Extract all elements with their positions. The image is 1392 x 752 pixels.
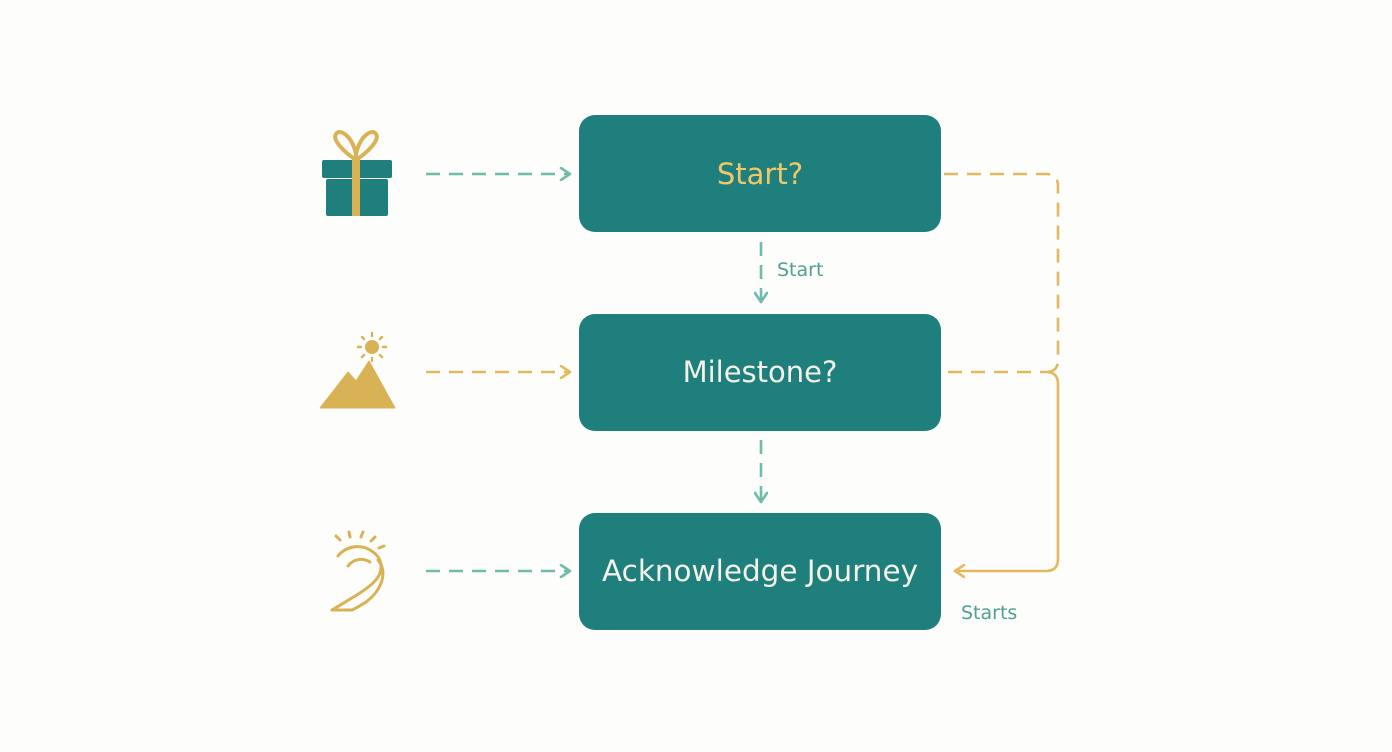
winding-path-icon xyxy=(330,530,386,612)
node-milestone: Milestone? xyxy=(579,314,941,431)
node-start-label: Start? xyxy=(717,157,803,191)
node-acknowledge: Acknowledge Journey xyxy=(579,513,941,630)
gift-icon xyxy=(322,130,392,216)
edge-label-start: Start xyxy=(777,259,823,281)
node-acknowledge-label: Acknowledge Journey xyxy=(602,554,918,588)
edge-label-starts: Starts xyxy=(961,602,1017,624)
mountain-sun-icon xyxy=(319,331,396,409)
node-milestone-label: Milestone? xyxy=(683,355,838,389)
node-start: Start? xyxy=(579,115,941,232)
right-feedback-bracket xyxy=(944,172,1060,571)
